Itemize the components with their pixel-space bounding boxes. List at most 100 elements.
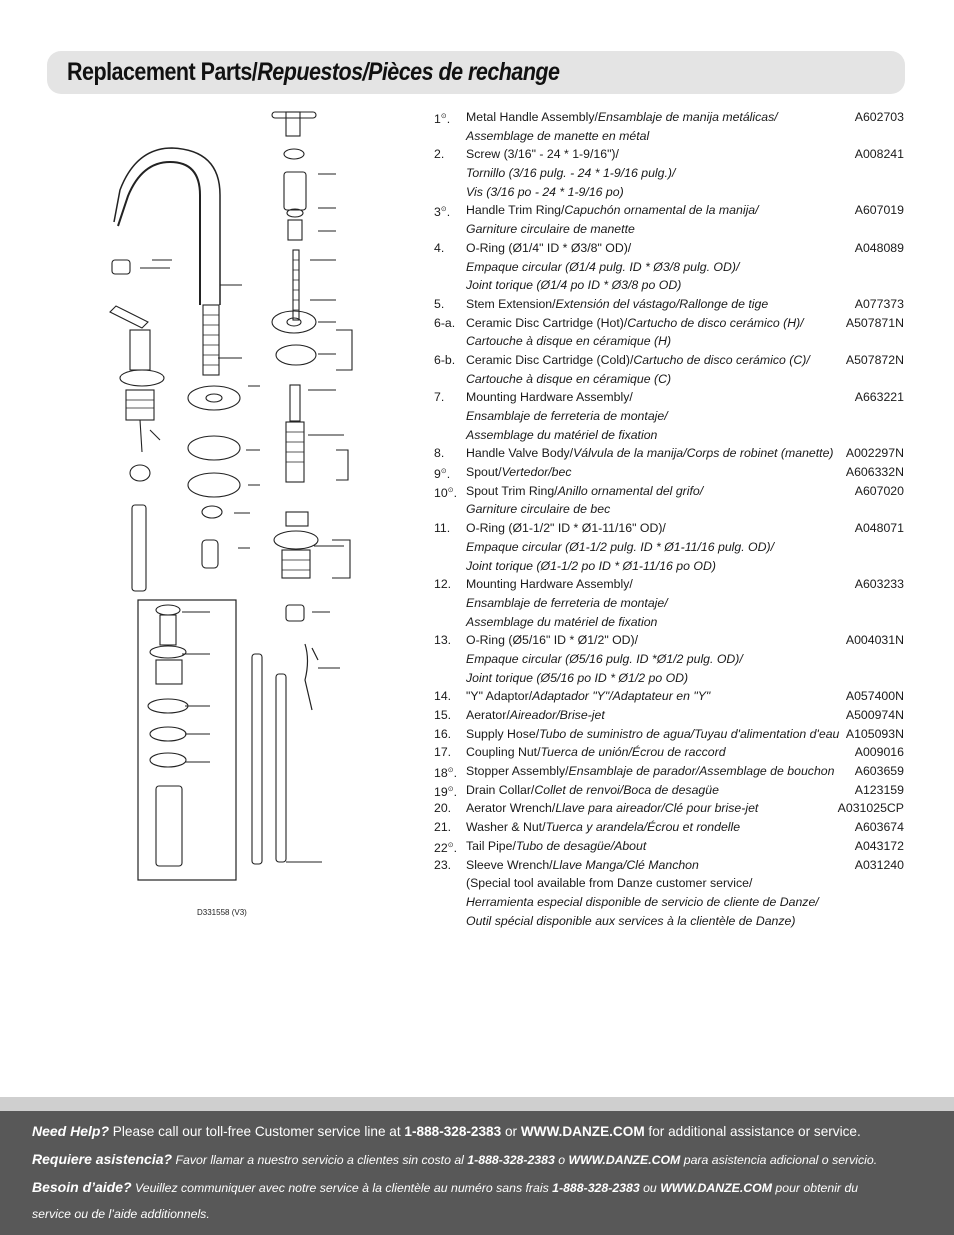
help-footer: Need Help? Please call our toll-free Cus… — [0, 1097, 954, 1235]
part-row-continued: Joint torique (Ø5/16 po ID * Ø1/2 po OD) — [434, 669, 906, 688]
part-row: 4.O-Ring (Ø1/4" ID * Ø3/8" OD)/A048089 — [434, 239, 906, 258]
part-description: Coupling Nut/Tuerca de unión/Écrou de ra… — [466, 745, 726, 760]
part-entry: 3⊙.Handle Trim Ring/Capuchón ornamental … — [434, 201, 906, 238]
part-row-continued: Assemblage de manette en métal — [434, 127, 906, 146]
part-number: 17. — [434, 745, 452, 760]
part-row: 17. Coupling Nut/Tuerca de unión/Écrou de… — [434, 743, 906, 762]
part-number: 20. — [434, 801, 452, 816]
phone-number[interactable]: 1-888-328-2383 — [467, 1153, 555, 1167]
part-number: 23. — [434, 857, 452, 872]
part-row: 7.Mounting Hardware Assembly/A663221 — [434, 388, 906, 407]
part-row-continued: Empaque circular (Ø1/4 pulg. ID * Ø3/8 p… — [434, 258, 906, 277]
page-title: Replacement Parts/Repuestos/Pièces de re… — [67, 58, 560, 87]
part-row-continued: Tornillo (3/16 pulg. - 24 * 1-9/16 pulg.… — [434, 164, 906, 183]
part-entry: 14."Y" Adaptor/Adaptador "Y"/Adaptateur … — [434, 687, 906, 706]
faucet-exploded-view — [109, 111, 353, 881]
part-description: Ceramic Disc Cartridge (Cold)/Cartucho d… — [466, 352, 810, 367]
website-link[interactable]: WWW.DANZE.COM — [660, 1181, 772, 1195]
part-entry: 8.Handle Valve Body/Válvula de la manija… — [434, 444, 906, 463]
part-code: A603233 — [854, 577, 904, 592]
part-code: A002297N — [845, 446, 904, 461]
part-code: A663221 — [854, 390, 904, 405]
part-code: A031240 — [854, 857, 904, 872]
part-translation: Tornillo (3/16 pulg. - 24 * 1-9/16 pulg.… — [466, 166, 676, 181]
part-row: 10⊙. Spout Trim Ring/Anillo ornamental de… — [434, 482, 906, 501]
part-row: 18⊙. Stopper Assembly/Ensamblaje de parad… — [434, 762, 906, 781]
part-description: Spout/Vertedor/bec — [466, 465, 572, 480]
part-row: 6-a.Ceramic Disc Cartridge (Hot)/Cartuch… — [434, 314, 906, 333]
part-entry: 10⊙. Spout Trim Ring/Anillo ornamental de… — [434, 482, 906, 519]
part-row: 23. Sleeve Wrench/Llave Manga/Clé Manchon… — [434, 856, 906, 875]
part-number: 6-b. — [434, 352, 456, 367]
part-number: 10⊙. — [434, 485, 457, 500]
part-translation: Ensamblaje de ferreteria de montaje/ — [466, 595, 668, 610]
part-translation: Empaque circular (Ø1/4 pulg. ID * Ø3/8 p… — [466, 259, 740, 274]
part-description: Sleeve Wrench/Llave Manga/Clé Manchon — [466, 857, 699, 872]
part-entry: 23. Sleeve Wrench/Llave Manga/Clé Manchon… — [434, 856, 906, 931]
part-translation: Empaque circular (Ø5/16 pulg. ID *Ø1/2 p… — [466, 651, 743, 666]
part-description: Aerator/Aireador/Brise-jet — [466, 708, 605, 722]
part-code: A607020 — [854, 483, 904, 498]
title-english: Replacement Parts/ — [67, 58, 258, 86]
part-row-continued: Garniture circulaire de manette — [434, 220, 906, 239]
part-code: A606332N — [845, 465, 904, 480]
part-code: A603674 — [854, 820, 904, 835]
part-description: Handle Valve Body/Válvula de la manija/C… — [466, 446, 834, 461]
help-line-spanish: Requiere asistencia? Favor llamar a nues… — [32, 1151, 878, 1167]
not-shown-mark-icon: ⊙ — [447, 767, 454, 775]
part-code: A048071 — [854, 521, 904, 536]
not-shown-mark-icon: ⊙ — [447, 785, 454, 793]
part-code: A507872N — [845, 352, 904, 367]
part-number: 1⊙. — [434, 112, 451, 127]
part-translation: Assemblage du matériel de fixation — [466, 614, 658, 629]
part-translation: Garniture circulaire de manette — [466, 222, 635, 237]
help-line-english: Need Help? Please call our toll-free Cus… — [32, 1123, 861, 1139]
part-translation: Garniture circulaire de bec — [466, 502, 611, 517]
page-title-bar: Replacement Parts/Repuestos/Pièces de re… — [47, 51, 905, 94]
part-number: 18⊙. — [434, 766, 457, 781]
part-row-continued: Herramienta especial disponible de servi… — [434, 893, 906, 912]
part-description: "Y" Adaptor/Adaptador "Y"/Adaptateur en … — [466, 689, 711, 704]
part-number: 5. — [434, 296, 445, 311]
part-code: A009016 — [854, 745, 904, 760]
part-description: Stem Extension/Extensión del vástago/Ral… — [466, 296, 769, 311]
part-translation: Empaque circular (Ø1-1/2 pulg. ID * Ø1-1… — [466, 539, 775, 554]
part-entry: 19⊙.Drain Collar/Collet de renvoi/Boca d… — [434, 781, 906, 800]
part-number: 16. — [434, 726, 452, 741]
part-row-continued: Empaque circular (Ø5/16 pulg. ID *Ø1/2 p… — [434, 650, 906, 669]
drawing-code: D331558 (V3) — [197, 908, 247, 917]
part-description: Handle Trim Ring/Capuchón ornamental de … — [466, 203, 759, 218]
part-description: Spout Trim Ring/Anillo ornamental del gr… — [466, 483, 704, 498]
part-code: A500974N — [845, 708, 904, 722]
phone-number[interactable]: 1-888-328-2383 — [404, 1124, 502, 1139]
part-row: 2.Screw (3/16" - 24 * 1-9/16")/A008241 — [434, 145, 906, 164]
part-number: 9⊙. — [434, 467, 451, 482]
part-description: Washer & Nut/Tuerca y arandela/Écrou et … — [466, 820, 741, 835]
website-link[interactable]: WWW.DANZE.COM — [568, 1153, 681, 1167]
part-row: 16.Supply Hose/Tubo de suministro de agu… — [434, 725, 906, 744]
part-row: 5. Stem Extension/Extensión del vástago/R… — [434, 295, 906, 314]
part-row: 21.Washer & Nut/Tuerca y arandela/Écrou … — [434, 818, 906, 837]
part-description: O-Ring (Ø1-1/2" ID * Ø1-11/16" OD)/ — [466, 521, 666, 536]
part-translation: Joint torique (Ø1-1/2 po ID * Ø1-11/16 p… — [466, 558, 716, 573]
part-entry: 6-b. Ceramic Disc Cartridge (Cold)/Cartuc… — [434, 351, 906, 388]
part-number: 12. — [434, 577, 452, 592]
part-description: Stopper Assembly/Ensamblaje de parador/A… — [466, 764, 835, 779]
website-link[interactable]: WWW.DANZE.COM — [520, 1124, 645, 1139]
part-translation: Cartouche à disque en céramique (C) — [466, 371, 672, 386]
part-code: A602703 — [854, 110, 904, 124]
part-row-continued: Joint torique (Ø1-1/2 po ID * Ø1-11/16 p… — [434, 557, 906, 576]
exploded-parts-diagram — [100, 100, 430, 920]
phone-number[interactable]: 1-888-328-2383 — [552, 1181, 640, 1195]
help-line-french-cont: service ou de l’aide additionnels. — [32, 1207, 210, 1221]
part-translation: Joint torique (Ø5/16 po ID * Ø1/2 po OD) — [466, 670, 689, 685]
part-row-continued: Outil spécial disponible aux services à … — [434, 912, 906, 931]
part-translation: Ensamblaje de ferreteria de montaje/ — [466, 409, 668, 423]
part-row: 11.O-Ring (Ø1-1/2" ID * Ø1-11/16" OD)/A0… — [434, 519, 906, 538]
not-shown-mark-icon: ⊙ — [440, 468, 447, 476]
